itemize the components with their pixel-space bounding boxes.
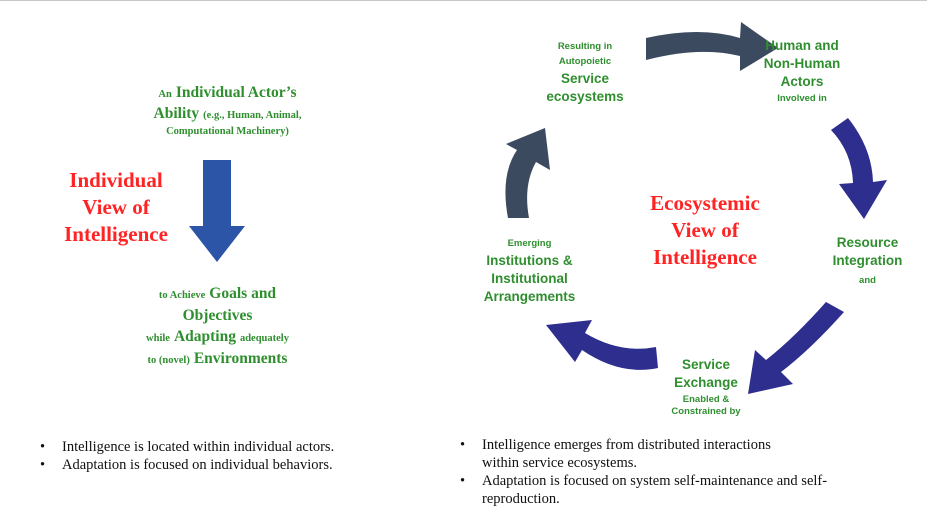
- node-service-exchange-main-2: Exchange: [674, 375, 738, 390]
- cycle-arrow-left: [505, 128, 550, 218]
- ecosystemic-bullet-2-line-2: reproduction.: [482, 491, 560, 507]
- node-institutions: Emerging Institutions & Institutional Ar…: [467, 236, 592, 306]
- node-service-ecosystems-main-2: ecosystems: [546, 89, 624, 104]
- cycle-arrow-right-upper: [831, 118, 887, 219]
- node-resource-integration-main-2: Integration: [832, 253, 903, 268]
- goal-objectives: Objectives: [182, 307, 253, 324]
- individual-bullets: Intelligence is located within individua…: [36, 438, 436, 474]
- node-service-ecosystems-pre-1: Resulting in: [557, 41, 613, 52]
- individual-title-line-1: Individual: [69, 168, 163, 192]
- node-actors-main-3: Actors: [780, 74, 824, 89]
- actor-examples-2: Computational Machinery): [166, 126, 289, 137]
- goal-goals-and: Goals and: [209, 285, 277, 302]
- actor-ability: Ability: [153, 105, 200, 122]
- ecosystemic-view-title: Ecosystemic View of Intelligence: [620, 190, 790, 271]
- node-resource-integration: Resource Integration and: [815, 234, 920, 292]
- node-service-ecosystems: Resulting in Autopoietic Service ecosyst…: [530, 40, 640, 106]
- actor-individual-actors: Individual Actor’s: [175, 84, 297, 101]
- ecosystemic-bullets: Intelligence emerges from distributed in…: [456, 436, 921, 508]
- node-service-exchange-post-2: Constrained by: [671, 406, 741, 417]
- ecosystemic-title-line-1: Ecosystemic: [650, 191, 760, 215]
- individual-bullet-2: Adaptation is focused on individual beha…: [36, 456, 436, 474]
- individual-view-title: Individual View of Intelligence: [46, 167, 186, 248]
- node-actors: Human and Non-Human Actors Involved in: [742, 37, 862, 107]
- cycle-arrow-right-lower: [748, 302, 844, 394]
- goal-environments: Environments: [193, 350, 288, 367]
- node-service-ecosystems-main-1: Service: [560, 71, 610, 86]
- individual-bullet-1: Intelligence is located within individua…: [36, 438, 436, 456]
- actor-an: An: [158, 89, 172, 100]
- node-resource-integration-main-1: Resource: [836, 235, 899, 250]
- node-actors-main-2: Non-Human: [763, 56, 841, 71]
- node-resource-integration-post: and: [859, 275, 876, 286]
- ecosystemic-title-line-3: Intelligence: [653, 245, 757, 269]
- goal-to-achieve: to Achieve: [158, 290, 206, 301]
- node-institutions-main-3: Arrangements: [483, 289, 576, 304]
- node-service-exchange-post-1: Enabled &: [682, 394, 730, 405]
- node-service-ecosystems-pre-2: Autopoietic: [558, 56, 612, 67]
- node-service-exchange-main-1: Service: [681, 357, 731, 372]
- node-actors-post: Involved in: [777, 93, 827, 104]
- ecosystemic-title-line-2: View of: [671, 218, 739, 242]
- actor-examples-1: (e.g., Human, Animal,: [203, 110, 302, 121]
- goal-adapting: Adapting: [173, 328, 236, 345]
- actor-ability-block: An Individual Actor’s Ability (e.g., Hum…: [120, 83, 335, 139]
- individual-title-line-2: View of: [82, 195, 150, 219]
- node-actors-main-1: Human and: [765, 38, 839, 53]
- ecosystemic-bullet-1-line-1: Intelligence emerges from distributed in…: [482, 437, 771, 453]
- node-institutions-main-1: Institutions &: [486, 253, 573, 268]
- cycle-arrow-top: [646, 22, 778, 71]
- individual-title-line-3: Intelligence: [64, 222, 168, 246]
- goal-adequately: adequately: [239, 333, 289, 344]
- cycle-arrow-bottom: [546, 320, 658, 370]
- goal-to-novel: to (novel): [147, 355, 190, 366]
- node-institutions-main-2: Institutional: [491, 271, 568, 286]
- down-arrow: [189, 160, 245, 262]
- goals-block: to Achieve Goals and Objectives while Ad…: [115, 284, 320, 370]
- ecosystemic-bullet-2-line-1: Adaptation is focused on system self-mai…: [482, 473, 828, 489]
- ecosystemic-bullet-2: Adaptation is focused on system self-mai…: [456, 472, 921, 508]
- node-institutions-pre: Emerging: [507, 238, 552, 249]
- top-border: [0, 0, 927, 1]
- goal-while: while: [146, 333, 170, 344]
- ecosystemic-bullet-1-line-2: within service ecosystems.: [482, 455, 638, 471]
- ecosystemic-bullet-1: Intelligence emerges from distributed in…: [456, 436, 921, 472]
- node-service-exchange: Service Exchange Enabled & Constrained b…: [650, 356, 762, 418]
